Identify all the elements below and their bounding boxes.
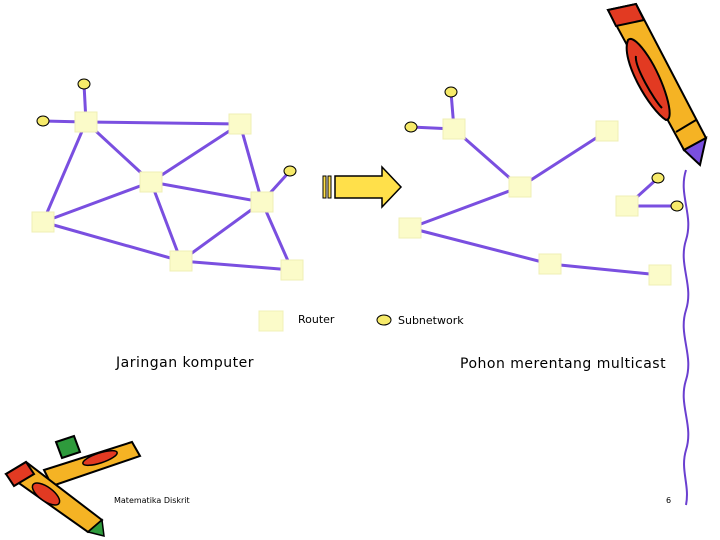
router-D (32, 212, 54, 232)
router-E (616, 196, 638, 216)
link-D-F (43, 222, 181, 261)
link-D-F (410, 228, 550, 264)
link-A-B (86, 122, 240, 124)
subnetwork-s1 (445, 87, 457, 97)
side-wavy-border (684, 170, 689, 505)
link-B-C (151, 124, 240, 182)
router-F (170, 251, 192, 271)
router-E (251, 192, 273, 212)
legend-router-label: Router (298, 313, 334, 326)
link-F-G (181, 261, 292, 270)
subnetwork-s3 (652, 173, 664, 183)
router-B (596, 121, 618, 141)
subnetwork-s1 (78, 79, 90, 89)
link-B-E (240, 124, 262, 202)
router-C (509, 177, 531, 197)
link-E-F (181, 202, 262, 261)
network-nodes (32, 79, 303, 280)
legend-router-symbol (259, 311, 283, 331)
link-C-E (151, 182, 262, 202)
link-F-G (550, 264, 660, 275)
multicast-tree-nodes (399, 87, 683, 285)
subnetwork-s2 (37, 116, 49, 126)
legend-subnetwork-label: Subnetwork (398, 314, 464, 327)
router-D (399, 218, 421, 238)
subnetwork-s2 (405, 122, 417, 132)
page-number: 6 (666, 496, 671, 505)
footer-course: Matematika Diskrit (114, 496, 190, 505)
router-G (649, 265, 671, 285)
caption-right: Pohon merentang multicast (460, 356, 666, 372)
router-B (229, 114, 251, 134)
link-B-C (520, 131, 607, 187)
legend-subnetwork-symbol (377, 315, 391, 325)
transform-arrow (323, 167, 401, 207)
router-A (75, 112, 97, 132)
link-C-F (151, 182, 181, 261)
caption-left: Jaringan komputer (116, 355, 254, 371)
pencils-clipart-bottom (6, 436, 140, 536)
subnetwork-s4 (671, 201, 683, 211)
router-F (539, 254, 561, 274)
router-A (443, 119, 465, 139)
router-G (281, 260, 303, 280)
pencil-clipart-top (608, 4, 706, 165)
link-C-D (410, 187, 520, 228)
router-C (140, 172, 162, 192)
subnetwork-s3 (284, 166, 296, 176)
